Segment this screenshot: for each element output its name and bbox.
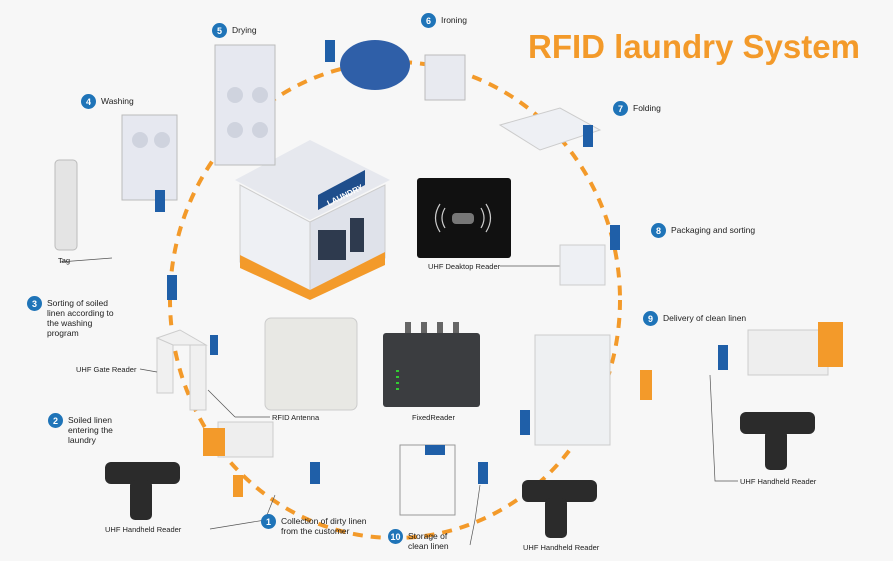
- washing-machines-illustration: [121, 44, 276, 201]
- label-gate-reader: UHF Gate Reader: [76, 365, 137, 374]
- truck-illustration-delivery: [747, 322, 843, 376]
- step-number-badge: 9: [643, 311, 658, 326]
- step-1: 1 Collection of dirty linen from the cust…: [261, 514, 367, 536]
- label-handheld-reader: UHF Handheld Reader: [740, 477, 817, 486]
- packaging-table-illustration: [559, 244, 606, 286]
- handheld-reader-illustration: [105, 412, 815, 538]
- step-label: Drying: [232, 25, 257, 35]
- truck-illustration-collect: [203, 421, 274, 458]
- step-10: 10 Storage of clean linen: [388, 529, 449, 551]
- step-number-badge: 3: [27, 296, 42, 311]
- step-number-badge: 5: [212, 23, 227, 38]
- step-number-badge: 10: [388, 529, 403, 544]
- worker-figures: [155, 40, 728, 497]
- step-6: 6 Ironing: [421, 13, 467, 28]
- gate-reader-illustration: [155, 329, 208, 411]
- fixed-reader-illustration: [383, 333, 480, 407]
- step-5: 5 Drying: [212, 23, 257, 38]
- step-label: Delivery of clean linen: [663, 313, 747, 323]
- step-label: Sorting of soiled linen according to the…: [47, 298, 114, 338]
- step-label: Washing: [101, 96, 134, 106]
- folding-table-illustration: [498, 107, 602, 151]
- step-label: Collection of dirty linen from the custo…: [281, 516, 367, 536]
- step-8: 8 Packaging and sorting: [651, 223, 755, 238]
- tag-illustration: [54, 159, 78, 251]
- step-number-badge: 7: [613, 101, 628, 116]
- step-label: Folding: [633, 103, 661, 113]
- label-handheld-reader: UHF Handheld Reader: [523, 543, 600, 552]
- storage-cabinet-illustration: [534, 334, 611, 446]
- label-tag: Tag: [58, 256, 71, 265]
- step-number-badge: 1: [261, 514, 276, 529]
- label-antenna: RFID Antenna: [272, 413, 320, 422]
- step-number-badge: 8: [651, 223, 666, 238]
- label-fixed-reader: FixedReader: [412, 413, 455, 422]
- step-2: 2 Soiled linen entering the laundry: [48, 413, 113, 445]
- step-number-badge: 4: [81, 94, 96, 109]
- step-label: Packaging and sorting: [671, 225, 756, 235]
- step-number-badge: 6: [421, 13, 436, 28]
- step-number-badge: 2: [48, 413, 63, 428]
- storage-shelf-illustration: [399, 444, 456, 516]
- step-label: Storage of clean linen: [408, 531, 449, 551]
- label-handheld-reader: UHF Handheld Reader: [105, 525, 182, 534]
- page-title: RFID laundry System: [528, 28, 860, 65]
- step-9: 9 Delivery of clean linen: [643, 311, 746, 326]
- step-label: Soiled linen entering the laundry: [68, 415, 113, 445]
- antenna-illustration: [264, 317, 358, 411]
- laundry-building-illustration: LAUNDRY: [235, 140, 390, 300]
- step-3: 3 Sorting of soiled linen according to th…: [27, 296, 114, 338]
- ironing-machine-illustration: [340, 40, 410, 90]
- step-7: 7 Folding: [613, 101, 661, 116]
- step-4: 4 Washing: [81, 94, 134, 109]
- step-label: Ironing: [441, 15, 467, 25]
- label-desktop-reader: UHF Deaktop Reader: [428, 262, 501, 271]
